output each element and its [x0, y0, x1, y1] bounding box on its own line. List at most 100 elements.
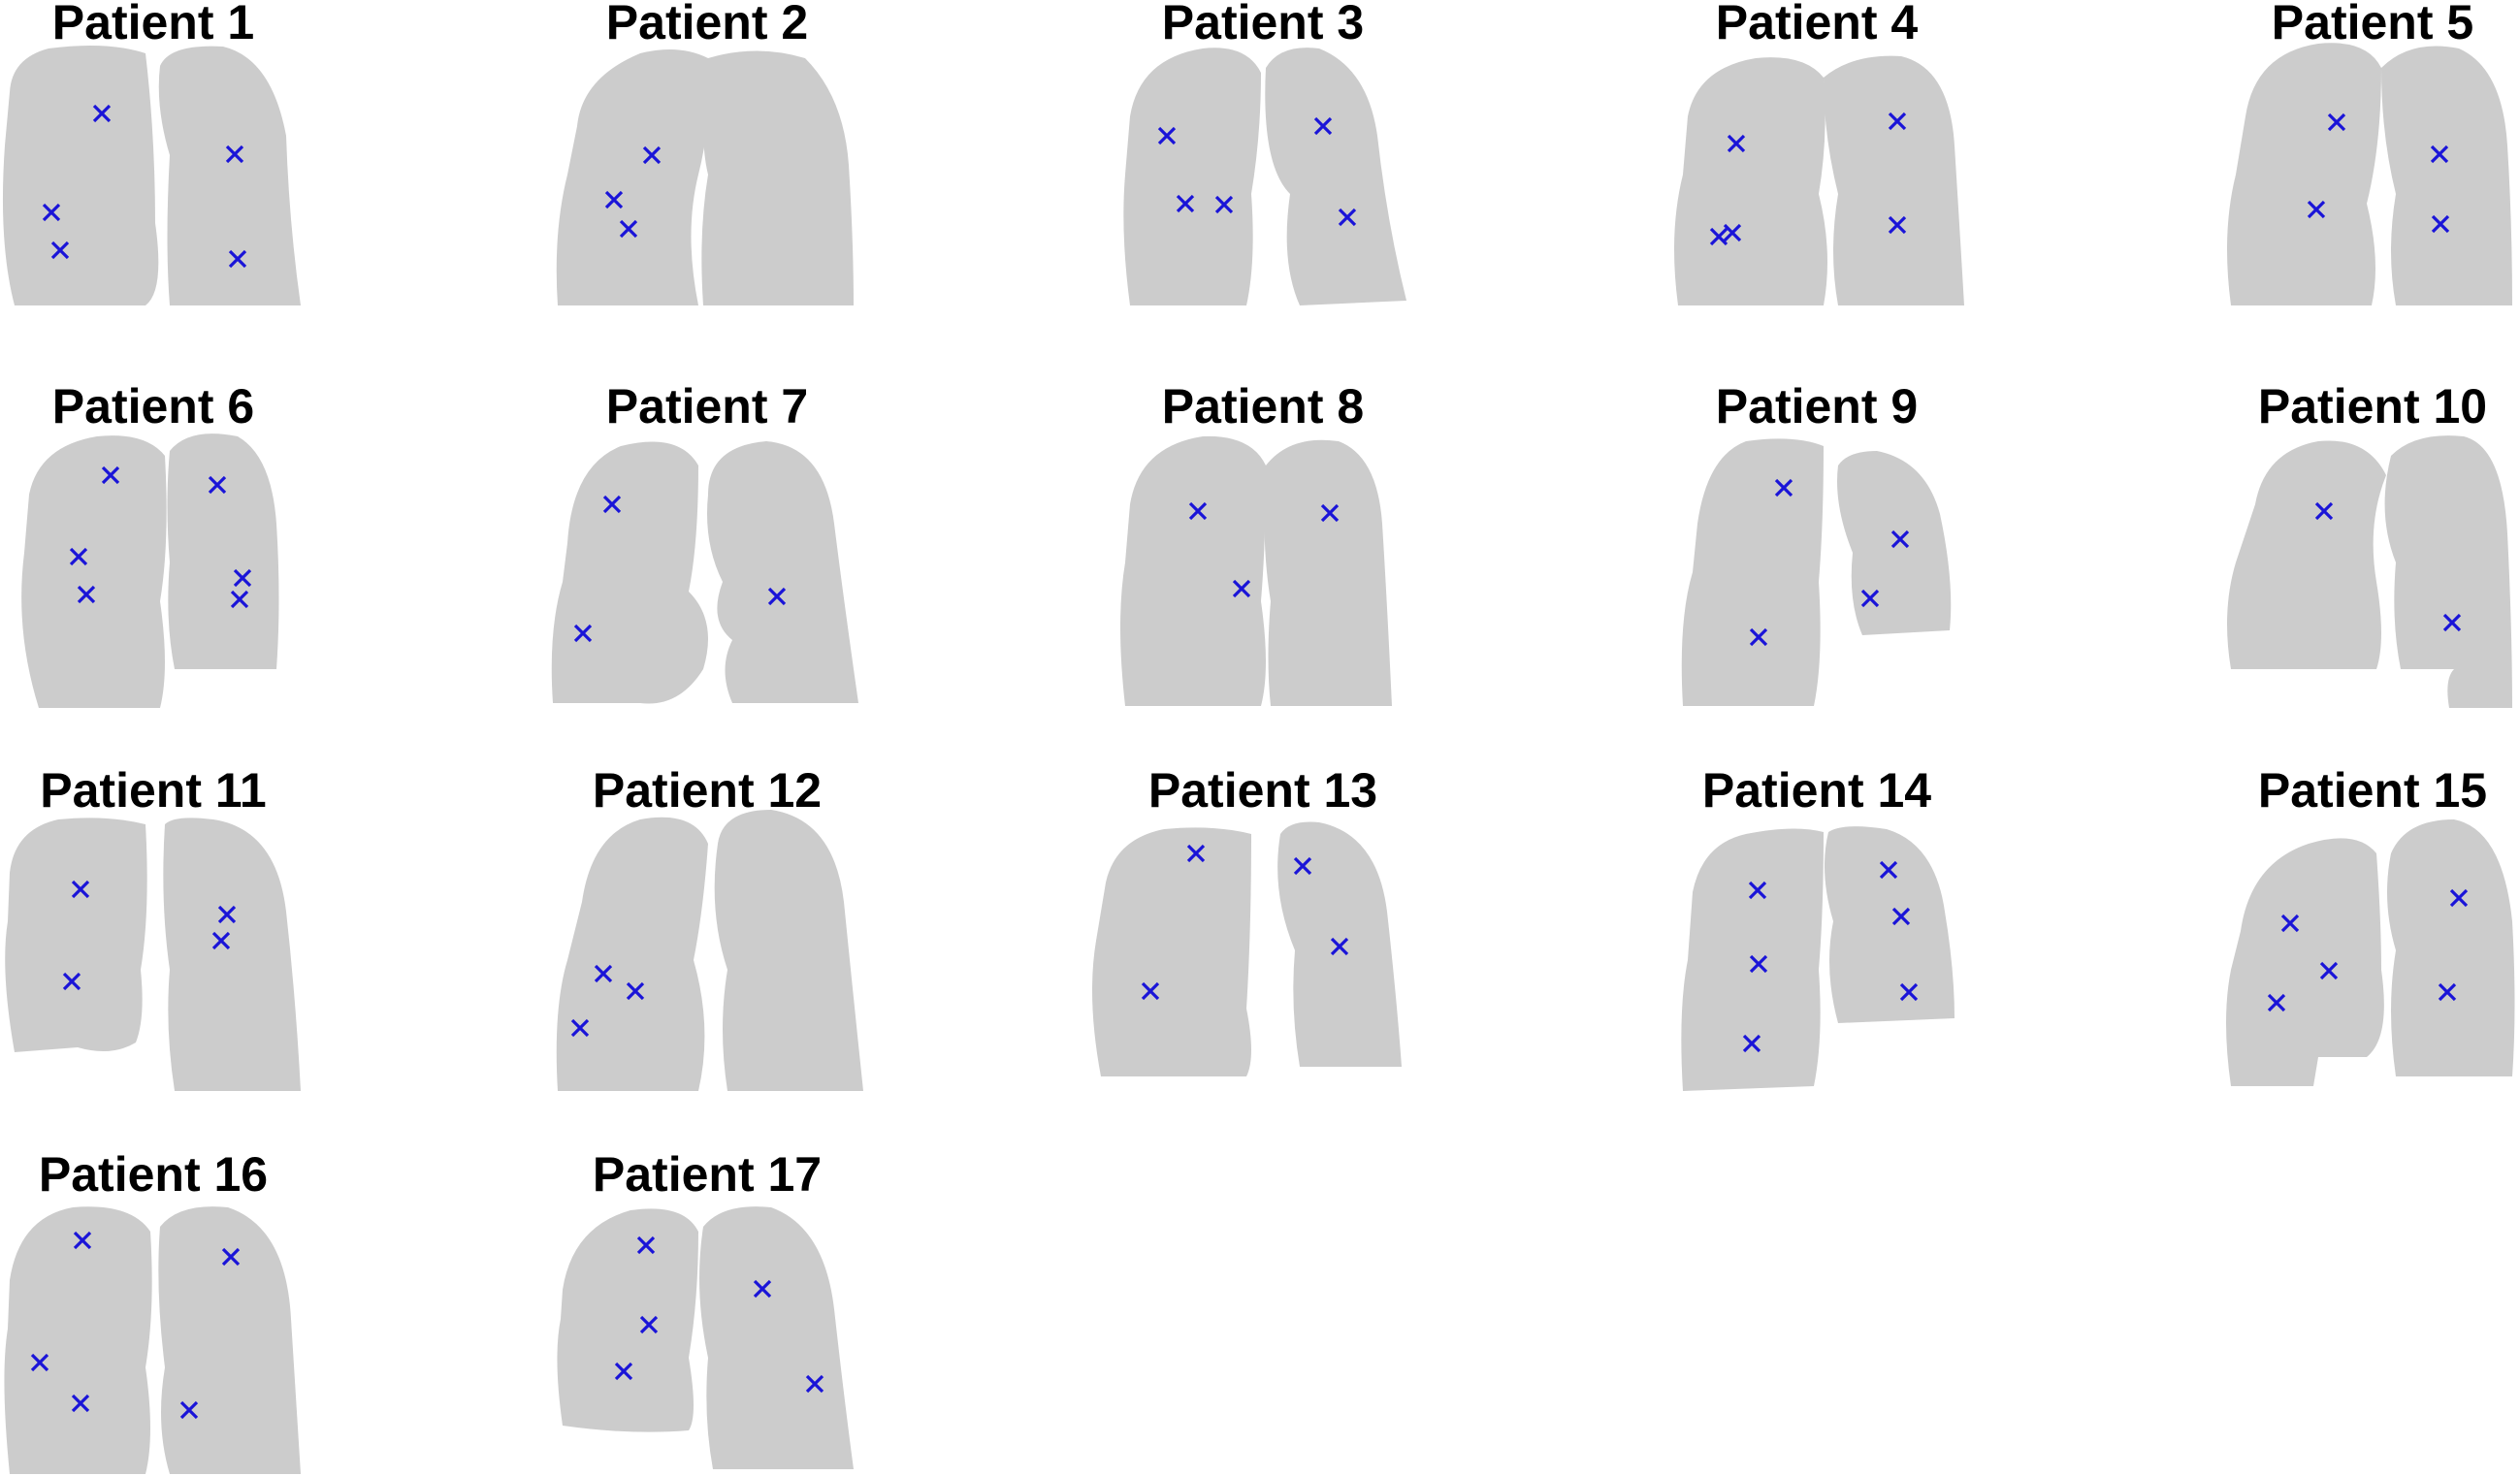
- lung-right-lobe: [2384, 435, 2512, 708]
- x-cross-icon: [642, 145, 662, 165]
- lung-left-lobe: [2227, 440, 2386, 669]
- lung-right-lobe: [167, 433, 279, 669]
- panel-title: Patient 5: [2272, 0, 2473, 49]
- patient-panel: Patient 1: [2, 0, 301, 306]
- x-cross-icon: [1176, 194, 1195, 213]
- x-cross-icon: [101, 465, 120, 485]
- panel-title: Patient 8: [1162, 379, 1364, 433]
- patient-panel: Patient 4: [1674, 0, 1964, 305]
- x-cross-icon: [1888, 112, 1907, 131]
- panel-title: Patient 1: [52, 0, 254, 49]
- x-cross-icon: [1186, 844, 1206, 863]
- x-cross-icon: [225, 144, 244, 164]
- x-cross-icon: [1899, 982, 1919, 1002]
- x-cross-icon: [636, 1235, 656, 1255]
- x-cross-icon: [1749, 954, 1768, 974]
- x-cross-icon: [1748, 881, 1767, 900]
- patient-panel: Patient 8: [1120, 379, 1392, 706]
- lung-left-lobe: [557, 1208, 698, 1432]
- x-cross-icon: [1709, 227, 1728, 246]
- lung-right-lobe: [1265, 48, 1406, 306]
- patient-panel: Patient 16: [4, 1147, 301, 1474]
- lung-left-lobe: [2227, 43, 2381, 306]
- patient-panel: Patient 5: [2227, 0, 2512, 306]
- lung-left-lobe: [556, 817, 708, 1091]
- x-cross-icon: [92, 104, 112, 123]
- lung-left-lobe: [21, 435, 167, 708]
- x-cross-icon: [2319, 961, 2339, 980]
- x-cross-icon: [602, 495, 622, 514]
- lung-right-lobe: [1837, 451, 1952, 635]
- x-cross-icon: [1157, 126, 1177, 145]
- lung-right-lobe: [1825, 826, 1955, 1023]
- lung-left-lobe: [1681, 438, 1824, 706]
- x-cross-icon: [805, 1374, 824, 1394]
- patient-panel: Patient 12: [556, 763, 863, 1091]
- x-cross-icon: [1188, 501, 1208, 521]
- lung-right-lobe: [158, 1206, 301, 1474]
- lung-right-lobe: [701, 50, 854, 305]
- panel-title: Patient 10: [2258, 379, 2487, 433]
- x-cross-icon: [71, 880, 90, 899]
- x-cross-icon: [221, 1247, 241, 1267]
- patient-panel: Patient 10: [2227, 379, 2512, 708]
- lung-right-lobe: [1824, 55, 1964, 305]
- lung-left-lobe: [2226, 838, 2384, 1086]
- x-cross-icon: [1774, 478, 1793, 497]
- x-cross-icon: [208, 475, 227, 495]
- patient-panel: Patient 17: [557, 1147, 854, 1469]
- x-cross-icon: [2267, 993, 2286, 1012]
- lung-right-lobe: [707, 441, 858, 703]
- x-cross-icon: [217, 905, 237, 924]
- x-cross-icon: [1214, 195, 1234, 214]
- lung-left-lobe: [551, 441, 708, 704]
- patient-panel: Patient 13: [1092, 763, 1402, 1076]
- panel-title: Patient 6: [52, 379, 254, 433]
- x-cross-icon: [626, 981, 645, 1001]
- x-cross-icon: [233, 568, 252, 588]
- x-cross-icon: [2314, 501, 2334, 521]
- lung-left-lobe: [1123, 48, 1261, 306]
- patient-panel: Patient 3: [1123, 0, 1406, 306]
- panel-title: Patient 14: [1702, 763, 1931, 818]
- x-cross-icon: [1888, 215, 1907, 235]
- x-cross-icon: [614, 1362, 633, 1381]
- x-cross-icon: [69, 547, 88, 566]
- lung-left-lobe: [5, 818, 147, 1052]
- x-cross-icon: [2449, 888, 2469, 908]
- x-cross-icon: [62, 972, 81, 991]
- patient-panel: Patient 15: [2226, 763, 2515, 1086]
- panel-title: Patient 3: [1162, 0, 1364, 49]
- x-cross-icon: [179, 1400, 199, 1420]
- x-cross-icon: [50, 241, 70, 260]
- x-cross-icon: [604, 190, 624, 209]
- patient-panel: Patient 9: [1681, 379, 1952, 706]
- panel-title: Patient 15: [2258, 763, 2487, 818]
- x-cross-icon: [2280, 914, 2300, 933]
- x-cross-icon: [1320, 503, 1340, 523]
- x-cross-icon: [2438, 982, 2457, 1002]
- lung-right-lobe: [699, 1206, 854, 1469]
- lung-right-lobe: [2381, 46, 2512, 305]
- x-cross-icon: [1330, 937, 1349, 956]
- x-cross-icon: [570, 1018, 590, 1038]
- x-cross-icon: [30, 1353, 49, 1372]
- patient-panel: Patient 6: [21, 379, 279, 708]
- x-cross-icon: [211, 931, 231, 950]
- panel-title: Patient 2: [606, 0, 808, 49]
- panel-title: Patient 13: [1148, 763, 1377, 818]
- x-cross-icon: [42, 203, 61, 222]
- x-cross-icon: [594, 964, 613, 983]
- x-cross-icon: [767, 587, 787, 606]
- x-cross-icon: [639, 1315, 659, 1334]
- lung-left-lobe: [1092, 827, 1251, 1076]
- lung-right-lobe: [714, 810, 863, 1091]
- x-cross-icon: [228, 249, 247, 269]
- lung-right-lobe: [163, 818, 301, 1091]
- x-cross-icon: [1860, 589, 1880, 608]
- lung-left-lobe: [4, 1206, 152, 1474]
- lung-right-lobe: [2387, 819, 2515, 1076]
- x-cross-icon: [2307, 200, 2326, 219]
- x-cross-icon: [2327, 112, 2346, 132]
